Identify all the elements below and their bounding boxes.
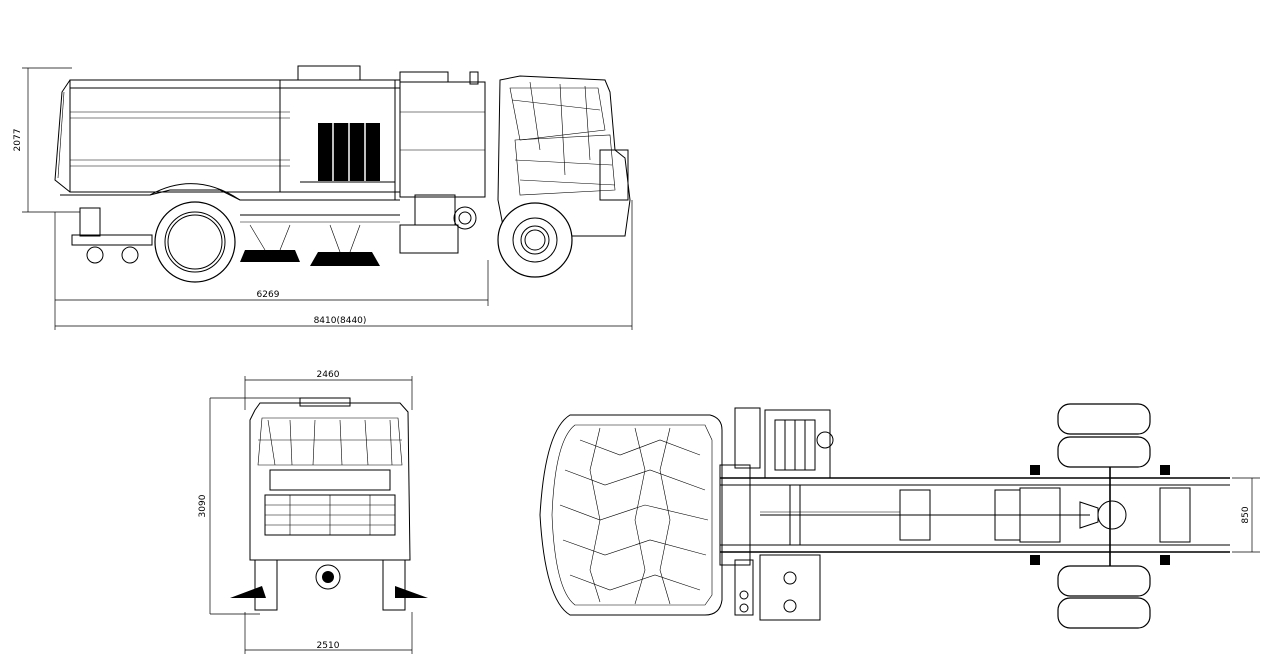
dim-label-2510: 2510	[317, 641, 340, 651]
rear-differential	[1079, 460, 1127, 570]
cab-top	[539, 414, 723, 616]
dimension-front-width-bottom: 2510	[244, 612, 413, 654]
chassis-top-view: 850	[539, 403, 1260, 629]
front-wheel	[497, 202, 573, 278]
dimension-front-width-top: 2460	[244, 370, 413, 410]
rear-wheel	[154, 201, 236, 283]
dim-label-6269: 6269	[257, 290, 280, 300]
sweeper-body	[54, 65, 486, 200]
auxiliary-engine	[399, 194, 477, 254]
dimension-front-height: 3090	[198, 397, 300, 615]
dim-label-850: 850	[1241, 506, 1251, 523]
dim-label-2077: 2077	[13, 129, 23, 152]
dim-label-2460: 2460	[317, 370, 340, 380]
front-view: 2460 3090	[198, 370, 428, 654]
rear-nozzle	[71, 207, 153, 264]
dimension-overall-length: 8410(8440)	[55, 200, 633, 330]
side-view: 2077	[13, 65, 633, 330]
dim-label-8410: 8410(8440)	[314, 316, 367, 326]
dim-label-3090: 3090	[198, 494, 208, 517]
chassis-frame	[719, 464, 1230, 566]
dimension-wheelbase: 6269	[54, 212, 489, 330]
dimension-side-height: 2077	[13, 67, 80, 213]
rear-dual-wheels	[1030, 403, 1170, 629]
dimension-chassis-width: 850	[1232, 477, 1260, 553]
battery-box-top	[734, 554, 821, 621]
side-brushes	[240, 224, 380, 266]
fuel-tank-top	[734, 407, 834, 479]
